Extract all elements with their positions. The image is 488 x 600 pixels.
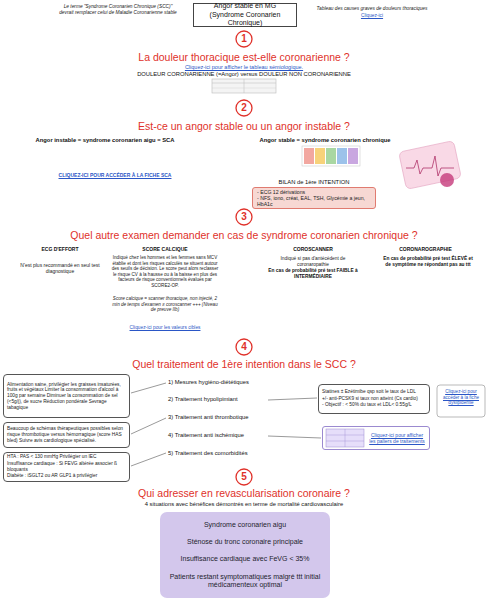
circle-shape xyxy=(236,31,252,47)
node-text: - NFS, iono, créat, EAL, TSH, Glycémie a… xyxy=(257,195,371,207)
revascularisation-box: Syndrome coronarien aiguSténose du tronc… xyxy=(160,512,330,598)
semiology-table-image xyxy=(212,79,276,93)
node-text: Alimentation saine, privilégier les grai… xyxy=(7,382,126,411)
step-circle: 3 xyxy=(235,208,253,226)
body-text: Indiqué chez les hommes et les femmes sa… xyxy=(110,255,220,288)
ecg-image xyxy=(399,141,462,190)
body-text: En cas de probabilité pré test FAIBLE à … xyxy=(268,268,358,280)
node-text: Statines ± Ezétimibe qsp soit le taux de… xyxy=(322,389,426,395)
subtitle-text: BILAN de 1ère INTENTION xyxy=(252,179,376,186)
step-circle: 4 xyxy=(235,338,253,356)
treatment-table-image xyxy=(326,429,364,447)
step-item: 4) Traitement anti ischémique xyxy=(168,432,308,439)
body-text: En cas de probabilité pré test ÉLEVÉ et … xyxy=(383,256,473,268)
link-text: Cliquez-ici pour les valeurs cibles xyxy=(110,325,220,331)
step-circle: 5 xyxy=(235,468,253,486)
header-box: Angor stable en MG (Syndrome Coronarien … xyxy=(193,3,297,27)
circle-shape xyxy=(236,469,252,485)
step-number: 4 xyxy=(241,342,247,352)
step-circle: 2 xyxy=(235,99,253,117)
section-title: Est-ce un angor stable ou un angor insta… xyxy=(44,120,444,133)
node-text: Angor stable en MG (Syndrome Coronarien … xyxy=(196,2,294,27)
node-text: +/- anti-PCSK9 si taux non atteint (Cs c… xyxy=(322,396,426,402)
link-text: CLIQUEZ-ICI POUR ACCÉDER À LA FICHE SCA xyxy=(30,172,200,178)
step-number: 3 xyxy=(241,212,247,222)
biology-table-image xyxy=(302,146,360,166)
subtitle-text: 4 situations avec bénéfices démontrés en… xyxy=(44,501,444,508)
node-text: Insuffisance cardiaque : Si FEVG altérée… xyxy=(7,461,126,473)
step-number: 1 xyxy=(241,34,247,44)
column-heading: Angor instable = syndrome coronarien aig… xyxy=(20,137,190,144)
link-text: Cliquez-ici pour accéder à la fiche dysl… xyxy=(438,389,484,406)
step-circle: 1 xyxy=(235,30,253,48)
treatment-link-box: Cliquez-ici pour afficher les paliers de… xyxy=(322,426,430,450)
node-text: Diabète : iSGLT2 ou AR GLP1 à privilégie… xyxy=(7,473,126,479)
circle-shape xyxy=(236,209,252,225)
section-title: Qui adresser en revascularisation corona… xyxy=(44,487,444,500)
node-text: HTA : PAS < 130 mmHg Privilégier un IEC xyxy=(7,454,126,460)
column-heading: Angor stable = syndrome coronarien chron… xyxy=(240,137,410,144)
step-number: 2 xyxy=(241,103,247,113)
circle-shape xyxy=(236,100,252,116)
circle-shape xyxy=(236,339,252,355)
link-bracket xyxy=(437,385,485,417)
node-text: Sténose du tronc coronaire principale xyxy=(168,538,322,546)
link-text: Cliquez-ici xyxy=(312,13,432,19)
column-heading: CORONAROGRAPHIE xyxy=(378,246,473,252)
step-item: 2) Traitement hypolipimiant xyxy=(168,396,308,403)
node-text: - Objectif : < 50% du taux et LDL< 0.55g… xyxy=(322,402,426,408)
note-text: Le terme "Syndrome Coronarien Chronique … xyxy=(58,4,178,16)
note-text: Tableau des causes graves de douleurs th… xyxy=(312,6,432,12)
column-heading: ECG D'EFFORT xyxy=(15,246,105,252)
node-text: Beaucoup de schémas thérapeutiques possi… xyxy=(7,426,126,443)
leader-lines xyxy=(131,383,321,466)
diet-box: Alimentation saine, privilégier les grai… xyxy=(3,374,130,418)
node-text: Syndrome coronarien aigu xyxy=(168,521,322,529)
step-item: 1) Mesures hygiéno-diététiques xyxy=(168,379,308,386)
step-number: 5 xyxy=(241,472,247,482)
section-title: Quel traitement de 1ère intention dans l… xyxy=(44,358,444,371)
step-item: 5) Traitement des comorbidités xyxy=(168,450,308,457)
link-text: Cliquez-ici pour afficher le tableau sém… xyxy=(94,64,394,71)
antithrombotic-box: Beaucoup de schémas thérapeutiques possi… xyxy=(3,422,130,448)
lipid-box: Statines ± Ezétimibe qsp soit le taux de… xyxy=(318,384,430,414)
workup-box: - ECG 12 dérivations- NFS, iono, créat, … xyxy=(252,187,376,209)
node-text: - ECG 12 dérivations xyxy=(257,189,371,195)
body-text: Indiqué si pas d'antécédent de coronarop… xyxy=(268,256,358,268)
column-heading: COROSCANNER xyxy=(263,246,363,252)
body-text: Score calcique = scanner thoracique, non… xyxy=(110,296,220,313)
node-text: Cliquez-ici pour afficher les paliers de… xyxy=(368,432,426,444)
node-text: Insuffisance cardiaque avec FeVG < 35% xyxy=(168,555,322,563)
node-text: Patients restant symptomatiques malgré t… xyxy=(168,573,322,590)
section-title: La douleur thoracique est-elle coronarie… xyxy=(44,51,444,64)
section-title: Quel autre examen demander en cas de syn… xyxy=(24,229,464,242)
body-text: N'est plus recommandé en seul test diagn… xyxy=(20,262,100,274)
comorbidity-box: HTA : PAS < 130 mmHg Privilégier un IECI… xyxy=(3,452,130,482)
step-item: 3) Traitement anti thrombotique xyxy=(168,414,308,421)
column-heading: SCORE CALCIQUE xyxy=(110,246,220,252)
subtitle-text: DOULEUR CORONARIENNE (=Angor) versus DOU… xyxy=(94,71,394,78)
